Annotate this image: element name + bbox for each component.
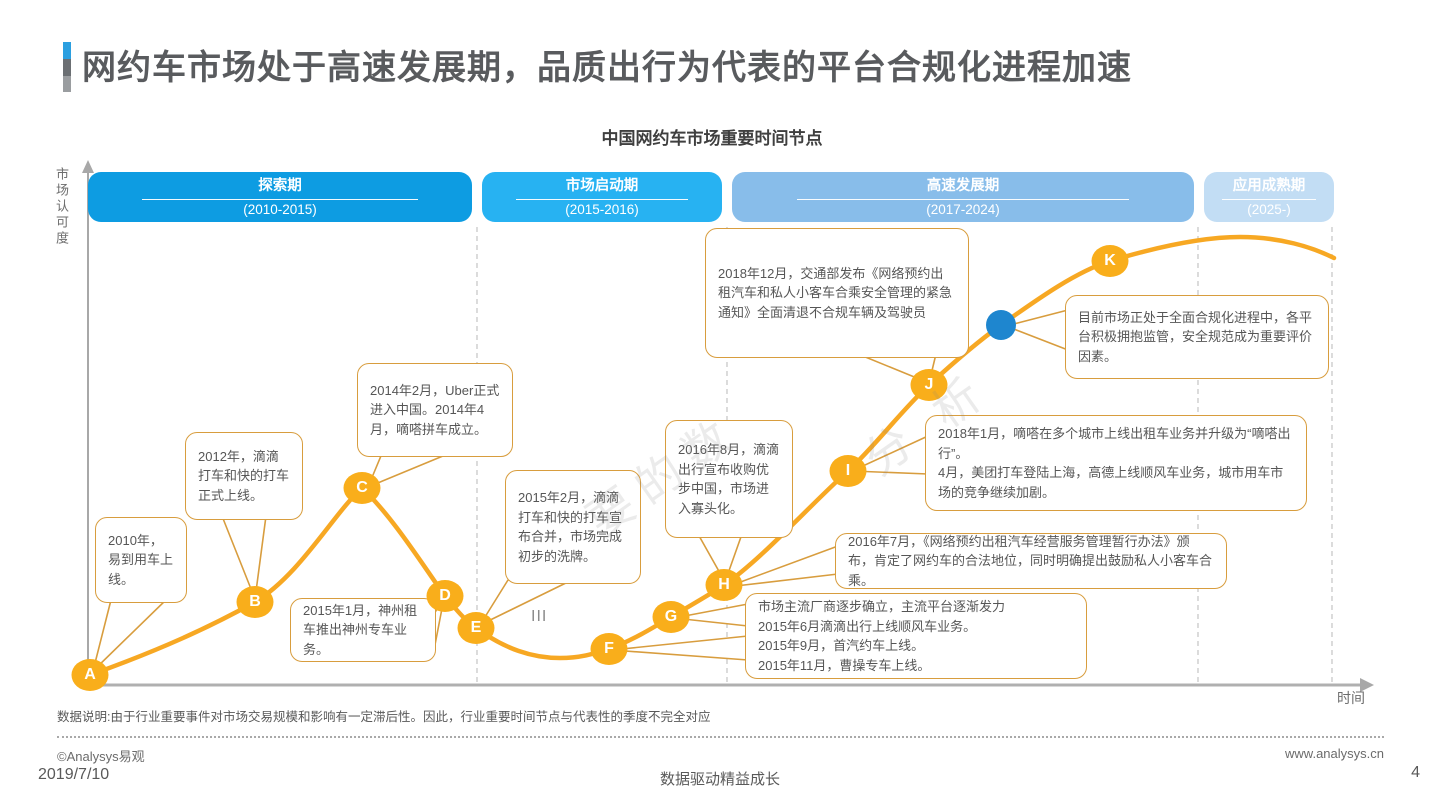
roman-note: III <box>531 608 548 625</box>
callout-current-compliance: 目前市场正处于全面合规化进程中，各平台积极拥抱监管，安全规范成为重要评价因素。 <box>1065 295 1329 379</box>
page-title: 网约车市场处于高速发展期，品质出行为代表的平台合规化进程加速 <box>82 49 1132 87</box>
website-link[interactable]: www.analysys.cn <box>1285 746 1384 761</box>
x-axis-label: 时间 <box>1337 690 1365 706</box>
phase-rule <box>1222 198 1316 200</box>
phase-rule <box>515 198 689 200</box>
title-accent-bar <box>63 42 71 92</box>
milestone-C: C <box>343 472 381 504</box>
phase-rule <box>141 198 419 200</box>
phase-high-growth: 高速发展期 (2017-2024) <box>732 172 1194 222</box>
callout-2016-law: 2016年7月，《网络预约出租汽车经营服务管理暂行办法》颁布，肯定了网约车的合法… <box>835 533 1227 589</box>
milestone-F: F <box>590 633 628 665</box>
milestone-H: H <box>705 569 743 601</box>
milestone-E: E <box>457 612 495 644</box>
callout-2015-shenzhou: 2015年1月，神州租车推出神州专车业务。 <box>290 598 436 662</box>
milestone-D: D <box>426 580 464 612</box>
milestone-K: K <box>1091 245 1129 277</box>
phase-years: (2010-2015) <box>243 201 317 217</box>
callout-2015-merger: 2015年2月，滴滴打车和快的打车宣布合并，市场完成初步的洗牌。 <box>505 470 641 584</box>
phase-name: 高速发展期 <box>926 178 1000 195</box>
callout-2014-uber-dida: 2014年2月，Uber正式进入中国。2014年4月，嘀嗒拼车成立。 <box>357 363 513 457</box>
phase-name: 市场启动期 <box>565 178 639 195</box>
phase-name: 应用成熟期 <box>1232 178 1306 195</box>
milestone-J: J <box>910 369 948 401</box>
chart-title: 中国网约车市场重要时间节点 <box>601 129 823 148</box>
slide-date: 2019/7/10 <box>38 766 110 783</box>
callout-2010-yidao: 2010年，易到用车上线。 <box>95 517 187 603</box>
phase-maturity: 应用成熟期 (2025-) <box>1204 172 1334 222</box>
data-note: 数据说明:由于行业重要事件对市场交易规模和影响有一定滞后性。因此，行业重要时间节… <box>57 710 711 724</box>
y-axis-label: 市场认可度 <box>54 167 69 247</box>
milestone-I: I <box>829 455 867 487</box>
phase-years: (2015-2016) <box>565 201 639 217</box>
copyright-text: ©Analysys易观 <box>57 749 145 764</box>
callout-2012-didi-kuaidi: 2012年，滴滴打车和快的打车正式上线。 <box>185 432 303 520</box>
callout-2016-uber-china: 2016年8月，滴滴出行宣布收购优步中国，市场进入寡头化。 <box>665 420 793 538</box>
phase-years: (2025-) <box>1247 201 1291 217</box>
axes <box>82 160 1374 692</box>
milestone-G: G <box>652 601 690 633</box>
phase-rule <box>796 198 1130 200</box>
footer-divider <box>57 736 1384 738</box>
milestone-B: B <box>236 586 274 618</box>
phase-name: 探索期 <box>258 178 302 195</box>
phase-startup: 市场启动期 (2015-2016) <box>482 172 722 222</box>
phase-years: (2017-2024) <box>926 201 1000 217</box>
callout-2018-regulation: 2018年12月，交通部发布《网络预约出租汽车和私人小客车合乘安全管理的紧急通知… <box>705 228 969 358</box>
current-state-dot <box>986 310 1016 340</box>
page-number: 4 <box>1411 764 1420 781</box>
milestone-A: A <box>71 659 109 691</box>
callout-2018-dida-meituan: 2018年1月，嘀嗒在多个城市上线出租车业务并升级为“嘀嗒出行”。 4月，美团打… <box>925 415 1307 511</box>
footer-slogan: 数据驱动精益成长 <box>659 771 780 788</box>
callout-2015-platforms: 市场主流厂商逐步确立，主流平台逐渐发力 2015年6月滴滴出行上线顺风车业务。 … <box>745 593 1087 679</box>
phase-exploration: 探索期 (2010-2015) <box>88 172 472 222</box>
